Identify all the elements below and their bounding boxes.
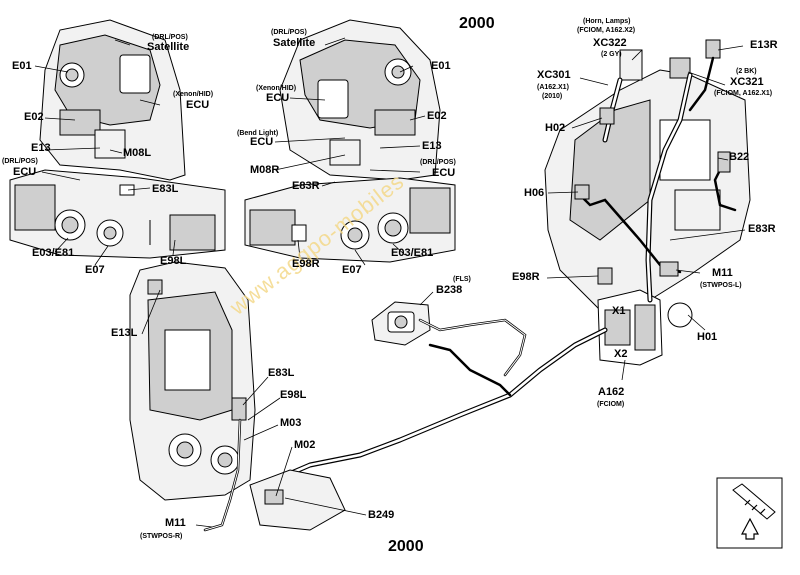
xc301-label: XC301 [537, 69, 571, 81]
e98r-engine-label: E98R [512, 271, 540, 283]
right-bend-note: (Bend Light) [237, 130, 279, 137]
left-e98l-label: E98L [160, 255, 187, 267]
xc301-note-1: (A162.X1) [537, 84, 569, 91]
b238-fls-note: (FLS) [453, 276, 471, 283]
right-satellite-note: (DRL/POS) [271, 29, 307, 36]
m03-label: M03 [280, 417, 302, 429]
x1-label: X1 [612, 305, 626, 317]
b22-label: B22 [729, 151, 750, 163]
left-e01-label: E01 [12, 60, 32, 72]
fciom-x2-note: (FCIOM, A162.X2) [577, 27, 636, 34]
left-headlamp-drawing [9, 19, 226, 259]
xc322-note: (2 GY) [601, 51, 622, 58]
m11-right-label: M11 [165, 517, 186, 529]
left-m08l-label: M08L [123, 147, 152, 159]
right-e01-label: E01 [431, 60, 451, 72]
a162-note: (FCIOM) [597, 401, 625, 408]
m11-left-note: (STWPOS-L) [700, 282, 742, 289]
right-bend-ecu-label: ECU [250, 136, 274, 148]
right-m08r-label: M08R [250, 164, 280, 176]
e83l-lower-label: E83L [268, 367, 295, 379]
b249-label: B249 [368, 509, 395, 521]
left-drl-ecu-label: ECU [13, 166, 37, 178]
year-heading-top: 2000 [459, 15, 495, 32]
xc321-label: XC321 [730, 76, 764, 88]
left-satellite-note: (DRL/POS) [152, 34, 188, 41]
left-e83l-label: E83L [152, 183, 179, 195]
right-e02-label: E02 [427, 110, 447, 122]
h02-label: H02 [545, 122, 566, 134]
e83r-engine-label: E83R [748, 223, 776, 235]
right-drl-ecu-label: ECU [432, 167, 456, 179]
m02-label: M02 [294, 439, 316, 451]
h01-label: H01 [697, 331, 718, 343]
right-headlamp-drawing [244, 19, 456, 263]
left-e02-label: E02 [24, 111, 44, 123]
main-harness-drawing [272, 318, 608, 483]
left-e13-label: E13 [31, 142, 51, 154]
left-satellite-label: Satellite [147, 41, 190, 53]
m11-left-label: M11 [712, 267, 733, 279]
vehicle-front-arrow-icon [716, 477, 783, 549]
xc301-note-2: (2010) [542, 93, 563, 100]
right-ecu-label: ECU [266, 92, 290, 104]
xc322-label: XC322 [593, 37, 627, 49]
xc321-bk-note: (2 BK) [736, 68, 757, 75]
e98l-lower-label: E98L [280, 389, 307, 401]
right-satellite-label: Satellite [273, 37, 316, 49]
right-e98r-label: E98R [292, 258, 320, 270]
leader-lines [34, 37, 746, 528]
right-e13-label: E13 [422, 140, 442, 152]
left-e07-label: E07 [85, 264, 105, 276]
right-e07-label: E07 [342, 264, 362, 276]
m11-right-note: (STWPOS-R) [140, 533, 183, 540]
engine-bay-drawing [544, 39, 751, 366]
h06-label: H06 [524, 187, 545, 199]
a162-label: A162 [598, 386, 625, 398]
b238-label: B238 [436, 284, 463, 296]
right-e83r-label: E83R [292, 180, 320, 192]
lower-left-lamp-drawing [129, 261, 346, 532]
left-ecu-label: ECU [186, 99, 210, 111]
year-heading-bottom: 2000 [388, 538, 424, 555]
left-e03-e81-label: E03/E81 [32, 247, 75, 259]
xc321-note: (FCIOM, A162.X1) [714, 90, 773, 97]
b238-sensor-drawing [371, 301, 431, 346]
horn-lamps-note: (Horn, Lamps) [583, 18, 631, 25]
left-drl-ecu-note: (DRL/POS) [2, 158, 38, 165]
right-ecu-note: (Xenon/HID) [256, 85, 297, 92]
e13l-lower-label: E13L [111, 327, 138, 339]
right-e03-e81-label: E03/E81 [391, 247, 434, 259]
left-ecu-note: (Xenon/HID) [173, 91, 214, 98]
right-drl-ecu-note: (DRL/POS) [420, 159, 456, 166]
e13r-label: E13R [750, 39, 778, 51]
x2-label: X2 [614, 348, 628, 360]
